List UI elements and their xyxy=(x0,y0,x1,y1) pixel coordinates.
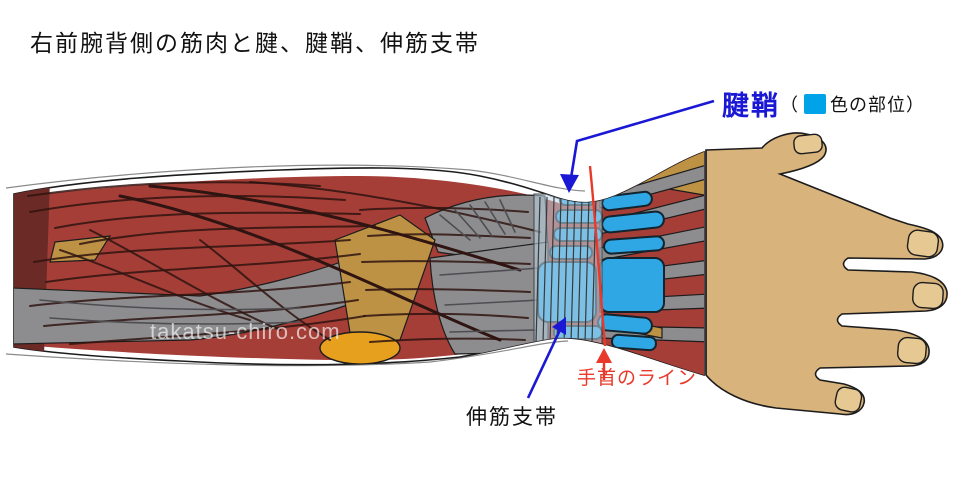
tendon-sheath-arrowhead xyxy=(560,174,579,193)
tendon-sheath-leader-line xyxy=(569,99,715,179)
extensor-retinaculum-band xyxy=(533,193,603,345)
tendon-striations xyxy=(39,199,541,333)
ring-nail xyxy=(896,336,927,365)
elbow-tan-sliver xyxy=(49,235,112,263)
retinaculum-arrow-line xyxy=(526,329,562,399)
hand-outline xyxy=(705,132,948,416)
extensor-retinaculum-label: 伸筋支帯 xyxy=(466,406,558,429)
wrist-line-label: 手首のライン xyxy=(577,368,698,389)
wrist-line-arrowhead xyxy=(596,348,612,363)
tendon-sheath-color-swatch xyxy=(804,93,826,114)
middle-nail xyxy=(912,281,944,310)
forearm-musculature xyxy=(14,152,704,375)
tendon-sheath-label-text: 腱鞘 xyxy=(722,91,780,121)
hand xyxy=(705,132,948,416)
pinky-nail xyxy=(834,386,863,413)
watermark: takatsu-chiro.com xyxy=(150,319,341,344)
tendon-sheath-label: 腱鞘 （ 色の部位 ） xyxy=(722,84,924,123)
index-nail xyxy=(906,229,940,258)
annotation-arrows xyxy=(526,99,715,399)
skin-contour-lines xyxy=(5,164,586,367)
retinaculum-arrowhead xyxy=(552,317,566,335)
paren-close: ） xyxy=(906,94,924,115)
muscle-striations xyxy=(27,181,541,345)
lower-tendon-area xyxy=(429,241,549,355)
page-title: 右前腕背側の筋肉と腱、腱鞘、伸筋支帯 xyxy=(30,30,480,56)
tendon-sheath-note: 色の部位 xyxy=(830,94,906,115)
wrist-line xyxy=(588,165,607,347)
paren-open: （ xyxy=(780,94,798,115)
fingernails xyxy=(793,133,944,413)
thumb-nail xyxy=(793,133,823,155)
